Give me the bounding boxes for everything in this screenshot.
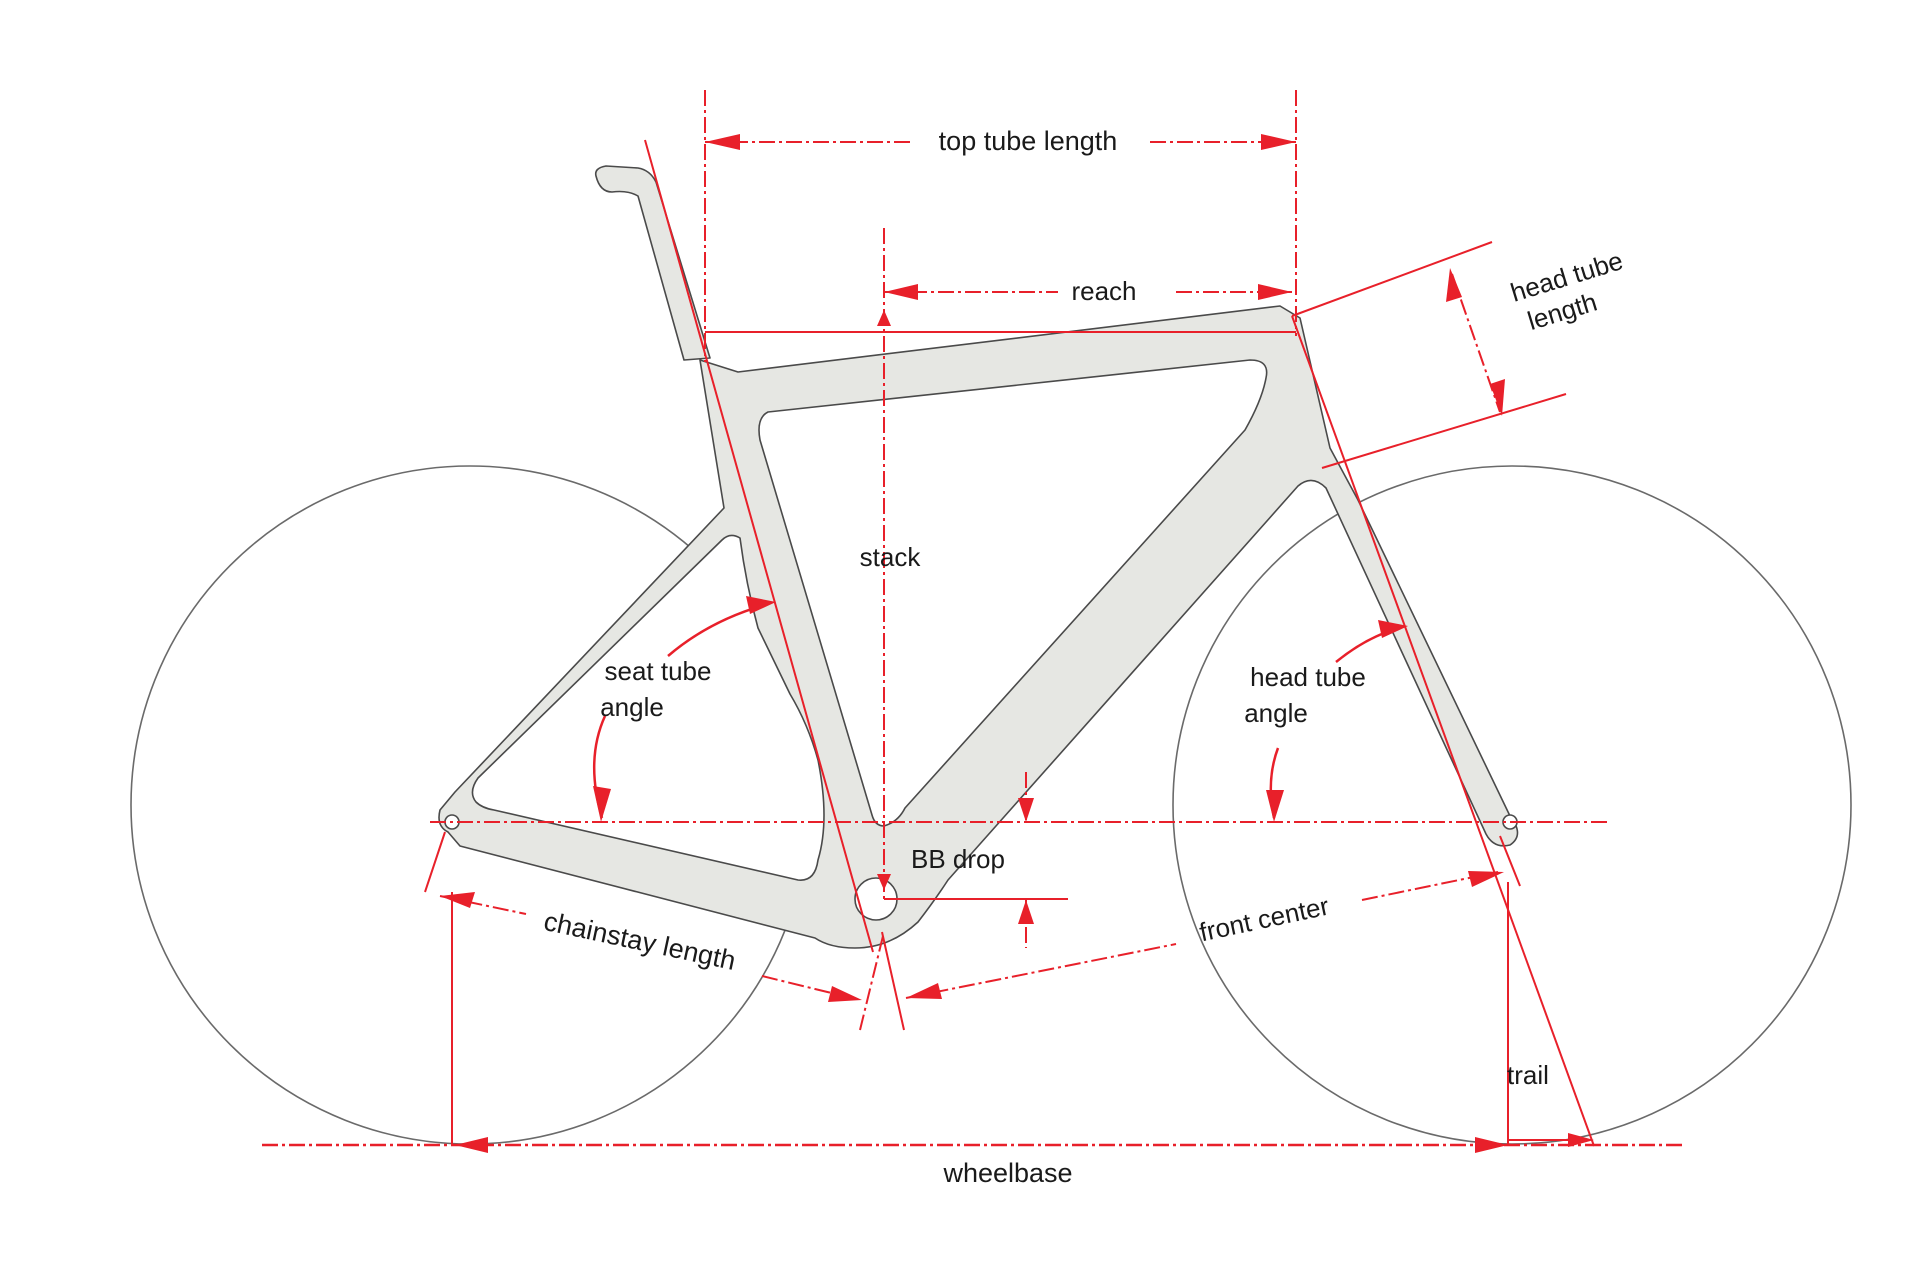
- reach-arrow-left: [884, 284, 918, 300]
- trail-arrow: [1568, 1133, 1594, 1147]
- chainstay-arrow-left: [440, 892, 475, 908]
- dimension-lines: [262, 90, 1686, 1153]
- front-center-arrow-right: [1468, 871, 1504, 887]
- bb-drop-arrow-bottom: [1018, 900, 1034, 924]
- head-angle-arrow-up: [1378, 620, 1408, 638]
- head-tube-arrow-top: [1446, 268, 1462, 302]
- reach-label: reach: [1071, 276, 1136, 306]
- chainstay-rear-ext: [424, 831, 446, 893]
- seat-tube-angle-label-2: angle: [600, 692, 664, 722]
- front-center-arrow-left: [906, 983, 942, 999]
- head-tube-arrow-bottom: [1490, 379, 1505, 416]
- top-tube-arrow-right: [1261, 134, 1296, 150]
- seat-tube-axis-ext: [881, 931, 905, 1031]
- chainstay-arrow-right: [828, 986, 862, 1002]
- front-triangle-cutout: [758, 359, 1268, 827]
- front-center-ext: [1499, 835, 1521, 887]
- bb-drop-label: BB drop: [911, 844, 1005, 874]
- head-tube-top-ext: [1291, 241, 1493, 317]
- bb-center-line: [859, 935, 884, 1031]
- wheelbase-label: wheelbase: [942, 1158, 1072, 1188]
- seat-tube-angle-label-1: seat tube: [605, 656, 712, 686]
- head-angle-arrow-down: [1266, 790, 1284, 822]
- rear-triangle-cutout: [471, 534, 825, 881]
- head-tube-angle-label-1: head tube: [1250, 662, 1366, 692]
- stack-arrow-top: [877, 310, 891, 326]
- trail-label: trail: [1507, 1060, 1549, 1090]
- top-tube-length-label: top tube length: [939, 126, 1118, 156]
- seat-angle-arrow-down: [593, 786, 611, 822]
- bike-frame: [438, 165, 1519, 949]
- stack-label: stack: [860, 542, 922, 572]
- seat-angle-arrow-up: [746, 596, 776, 614]
- head-tube-angle-label-2: angle: [1244, 698, 1308, 728]
- saddle-seatpost: [594, 165, 711, 361]
- wheelbase-arrow-right: [1475, 1137, 1508, 1153]
- chainstay-length-label: chainstay length: [541, 906, 738, 976]
- seat-tube-axis: [644, 139, 874, 953]
- front-center-label: front center: [1197, 891, 1332, 948]
- top-tube-arrow-left: [705, 134, 740, 150]
- wheelbase-arrow-left: [455, 1137, 488, 1153]
- bb-drop-arrow-top: [1018, 798, 1034, 822]
- stack-arrow-bottom: [877, 874, 891, 890]
- front-center-dim-left: [905, 943, 1177, 999]
- reach-arrow-right: [1258, 284, 1292, 300]
- head-tube-length-label: head tube length: [1507, 245, 1626, 336]
- head-tube-axis: [1291, 315, 1595, 1147]
- head-tube-bottom-ext: [1321, 393, 1567, 469]
